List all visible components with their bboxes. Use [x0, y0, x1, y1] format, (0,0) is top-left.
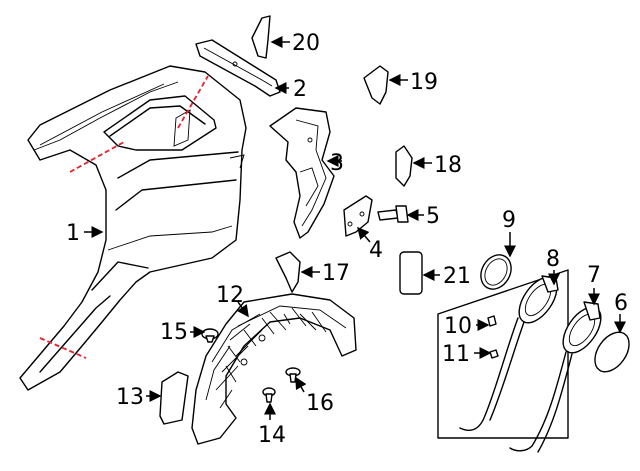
callout-14: 14	[258, 423, 286, 448]
callout-13: 13	[116, 385, 144, 410]
pushpin-15	[201, 328, 219, 343]
pushpin-14	[262, 387, 276, 403]
leader-arrows	[84, 36, 626, 420]
callout-21: 21	[443, 264, 471, 289]
small-cover-piece	[251, 15, 271, 59]
callout-15: 15	[160, 320, 188, 345]
callout-16: 16	[306, 391, 334, 416]
callout-8: 8	[546, 247, 560, 272]
callout-17: 17	[322, 261, 350, 286]
callout-2: 2	[293, 77, 307, 102]
callout-4: 4	[369, 238, 383, 263]
callout-11: 11	[442, 342, 470, 367]
callout-labels: 1 2 3 4 5 6 7 8 9 10 11 12 13 14 15 16 1…	[66, 31, 628, 448]
pushpin-16	[285, 367, 301, 383]
bracket-17	[275, 251, 301, 293]
cut-line-lower	[39, 337, 87, 359]
bracket-18	[395, 145, 413, 187]
quarter-panel	[19, 65, 247, 391]
inner-reinforcement	[269, 107, 335, 239]
fuel-door-6	[594, 331, 630, 373]
bracket-4	[343, 195, 373, 237]
bolt-5	[377, 205, 409, 223]
callout-10: 10	[444, 314, 472, 339]
corner-bracket-19	[363, 65, 389, 105]
cut-line-roof	[177, 75, 209, 129]
callout-7: 7	[587, 263, 601, 288]
callout-6: 6	[614, 291, 628, 316]
callout-12: 12	[216, 283, 244, 308]
filler-pad-13	[159, 371, 189, 425]
callout-20: 20	[292, 31, 320, 56]
wheel-liner	[191, 293, 357, 445]
pad-21	[399, 251, 423, 295]
callout-9: 9	[502, 208, 516, 233]
callout-1: 1	[66, 221, 80, 246]
fuel-door-assembly	[437, 254, 602, 453]
cut-line-upper	[69, 141, 125, 173]
upper-rail-bracket	[195, 39, 281, 97]
callout-5: 5	[426, 204, 440, 229]
callout-3: 3	[330, 151, 344, 176]
callout-19: 19	[410, 70, 438, 95]
callout-18: 18	[434, 153, 462, 178]
